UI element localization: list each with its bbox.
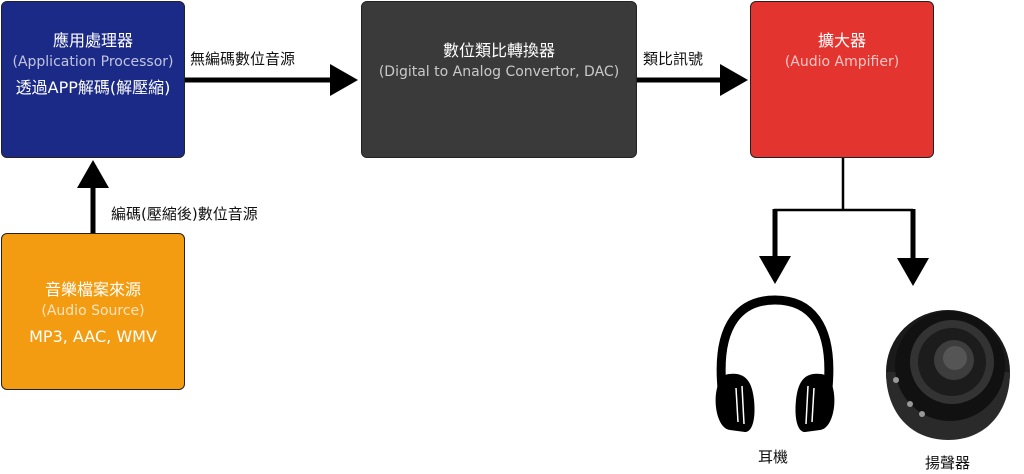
headphones-icon — [715, 295, 835, 432]
app-detail: 透過APP解碼(解壓縮) — [15, 77, 171, 97]
edge-label-src-to-app: 編碼(壓縮後)數位音源 — [111, 205, 258, 223]
app-to-dac-arrowhead — [330, 64, 358, 96]
amp-subtitle: (Audio Ampifier) — [784, 53, 900, 70]
app-subtitle: (Application Processor) — [12, 53, 174, 70]
dac-to-amp-arrowhead — [720, 64, 748, 96]
dac-box: 數位類比轉換器 (Digital to Analog Convertor, DA… — [361, 1, 637, 158]
src-subtitle: (Audio Source) — [41, 302, 145, 319]
amplifier-box: 擴大器 (Audio Ampifier) — [750, 1, 934, 158]
headphones-label: 耳機 — [758, 448, 789, 466]
edge-label-dac-to-amp: 類比訊號 — [643, 50, 704, 68]
speaker-icon — [886, 310, 1010, 440]
application-processor-box: 應用處理器 (Application Processor) 透過APP解碼(解壓… — [1, 1, 185, 158]
src-to-app-arrowhead — [77, 160, 109, 188]
dac-title: 數位類比轉換器 — [442, 40, 555, 60]
dac-subtitle: (Digital to Analog Convertor, DAC) — [378, 63, 620, 80]
edge-label-app-to-dac: 無編碼數位音源 — [190, 50, 296, 68]
src-detail: MP3, AAC, WMV — [29, 326, 157, 346]
amp-to-headphones-arrowhead — [759, 256, 791, 284]
speaker-label: 揚聲器 — [925, 454, 971, 472]
app-title: 應用處理器 — [52, 30, 133, 50]
src-title: 音樂檔案來源 — [44, 279, 141, 299]
amp-title: 擴大器 — [817, 30, 866, 50]
audio-source-box: 音樂檔案來源 (Audio Source) MP3, AAC, WMV — [1, 233, 185, 390]
amp-to-speaker-arrowhead — [897, 258, 929, 286]
